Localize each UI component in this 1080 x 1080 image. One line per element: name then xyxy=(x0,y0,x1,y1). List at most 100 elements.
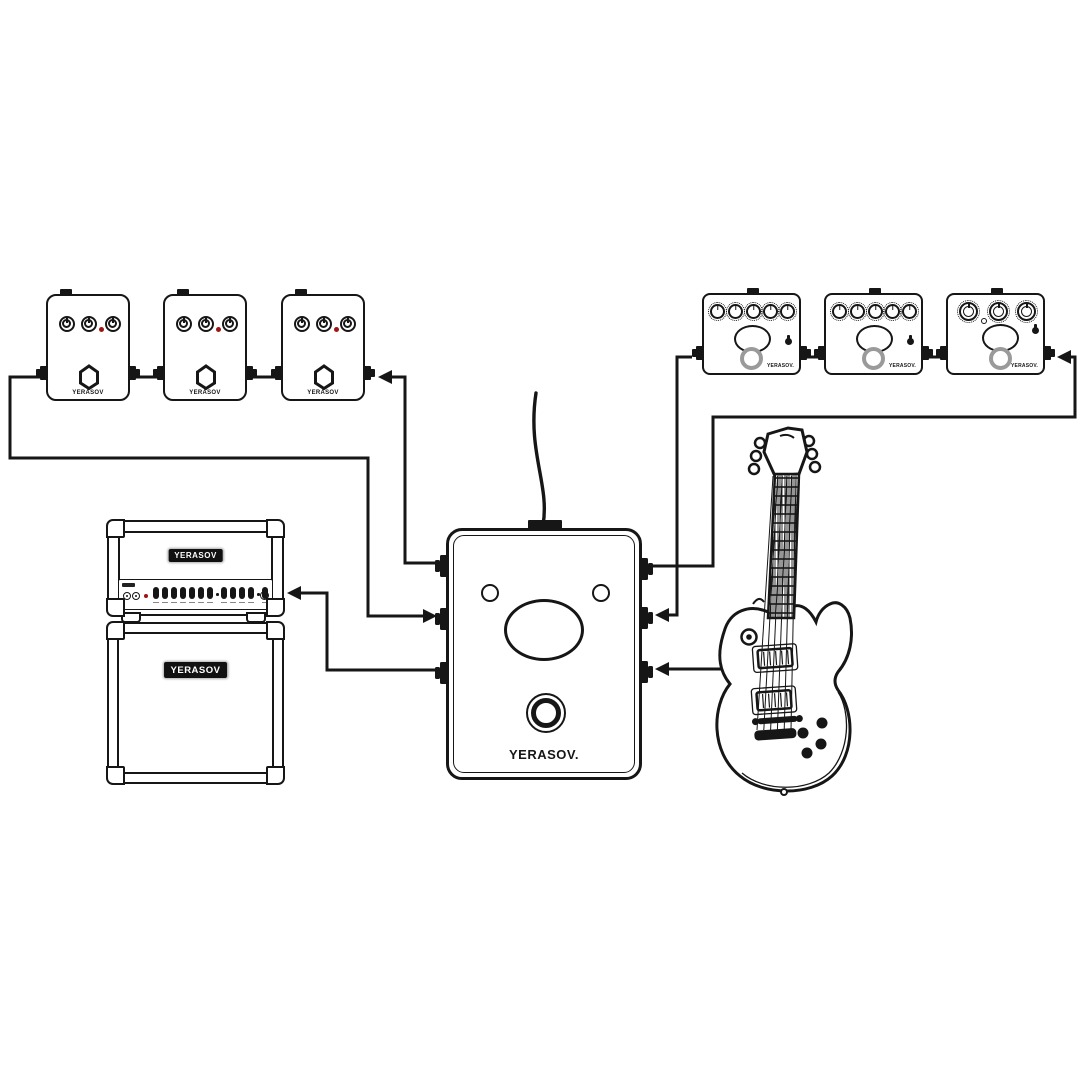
pedal-brand-label: YERASOV. xyxy=(889,363,916,369)
output-jack-icon xyxy=(440,662,448,684)
arrow-into-switcher-left-icon xyxy=(423,609,437,623)
power-plug-icon xyxy=(528,520,562,530)
send-jack-icon xyxy=(440,555,448,577)
knob-icon xyxy=(170,587,177,603)
footswitch-icon xyxy=(79,364,99,390)
footswitch-icon xyxy=(739,347,763,370)
led-icon xyxy=(480,583,499,602)
corner-protector-icon xyxy=(106,766,125,785)
wire-send-right-loop xyxy=(648,355,1077,568)
output-jack-icon xyxy=(814,349,819,357)
knob-icon xyxy=(708,302,727,321)
led-icon xyxy=(334,327,339,332)
knob-icon xyxy=(58,315,75,332)
output-jack-icon xyxy=(936,349,941,357)
output-jack-icon xyxy=(157,366,164,380)
knob-icon xyxy=(152,587,159,603)
wire-to-amp xyxy=(300,591,443,672)
knob-icon xyxy=(293,315,310,332)
output-jack-icon xyxy=(696,346,703,360)
pedal-brand-label: YERASOV. xyxy=(767,363,794,369)
amp-head-badge: YERASOV xyxy=(168,549,223,562)
input-jack-icon xyxy=(640,661,648,683)
led-icon xyxy=(99,327,104,332)
led-icon xyxy=(591,583,610,602)
power-cable xyxy=(532,391,546,527)
knob-icon xyxy=(1015,300,1038,323)
knob-icon xyxy=(197,315,214,332)
dc-jack-icon xyxy=(60,289,72,295)
neck-pickup-icon xyxy=(751,643,799,674)
wire-return-left-loop xyxy=(8,375,424,618)
knob-icon xyxy=(175,315,192,332)
knob-icon xyxy=(238,587,245,603)
knob-icon xyxy=(957,300,980,323)
dc-jack-icon xyxy=(991,288,1003,294)
pedal-brand-label: YERASOV xyxy=(189,390,221,396)
input-jack-icon xyxy=(246,366,253,380)
footswitch-icon xyxy=(314,364,334,390)
knob-icon xyxy=(161,587,168,603)
led-icon xyxy=(216,327,221,332)
input-jack-icon xyxy=(364,366,371,380)
corner-protector-icon xyxy=(266,519,285,538)
corner-protector-icon xyxy=(266,621,285,640)
switcher-brand-label: YERASOV. xyxy=(509,747,579,762)
send-jack-icon xyxy=(435,560,440,572)
knob-icon xyxy=(883,302,902,321)
led-icon xyxy=(1032,324,1039,334)
corner-protector-icon xyxy=(106,621,125,640)
tuning-pegs-icon xyxy=(747,434,822,476)
cab-frame xyxy=(117,632,274,774)
corner-protector-icon xyxy=(266,766,285,785)
pedal-brand-label: YERASOV xyxy=(307,390,339,396)
knob-icon xyxy=(179,587,186,603)
pedal-digital-1: YERASOV. xyxy=(692,288,811,375)
input-jack-icon xyxy=(370,369,375,377)
output-jack-icon xyxy=(40,366,47,380)
pedal-digital-3: YERASOV. xyxy=(936,288,1055,375)
volume-tone-knobs-icon xyxy=(797,717,828,759)
arrow-into-switcher-right-mid-icon xyxy=(655,608,669,622)
strap-pin-icon xyxy=(780,788,788,796)
knob-icon xyxy=(987,300,1010,323)
dc-jack-icon xyxy=(747,288,759,294)
head-frame xyxy=(118,531,273,614)
dc-jack-icon xyxy=(177,289,189,295)
input-jack-icon xyxy=(1044,346,1051,360)
return-jack-icon xyxy=(640,607,648,629)
output-jack-icon xyxy=(940,346,947,360)
arrow-into-right-chain-icon xyxy=(1057,350,1071,364)
footswitch-icon xyxy=(861,347,885,370)
amp-control-panel xyxy=(118,579,273,610)
pedal-analog-3: YERASOV xyxy=(271,289,375,401)
cab-badge: YERASOV xyxy=(163,662,228,678)
knob-icon xyxy=(229,587,236,603)
input-jack-icon xyxy=(135,369,140,377)
body-binding-line xyxy=(741,691,848,788)
input-jack-icon xyxy=(648,666,653,678)
pedal-analog-1: YERASOV xyxy=(36,289,140,401)
pickup-selector-icon xyxy=(740,628,758,646)
input-jack-icon xyxy=(132,592,140,600)
knob-icon xyxy=(900,302,919,321)
pedal-brand-label: YERASOV xyxy=(72,390,104,396)
knob-icon xyxy=(188,587,195,603)
knob-icon xyxy=(80,315,97,332)
send-jack-icon xyxy=(648,563,653,575)
headstock-scroll xyxy=(779,433,795,439)
output-jack-icon xyxy=(435,667,440,679)
dc-jack-icon xyxy=(869,288,881,294)
input-jack-icon xyxy=(129,366,136,380)
arrow-into-left-chain-icon xyxy=(378,370,392,384)
input-jack-icon xyxy=(806,349,811,357)
input-jack-icon xyxy=(922,346,929,360)
knob-icon xyxy=(104,315,121,332)
output-jack-icon xyxy=(271,369,276,377)
electric-guitar xyxy=(715,426,853,796)
input-jack-icon xyxy=(252,369,257,377)
corner-protector-icon xyxy=(266,598,285,617)
send-jack-icon xyxy=(640,558,648,580)
knob-icon xyxy=(761,302,780,321)
